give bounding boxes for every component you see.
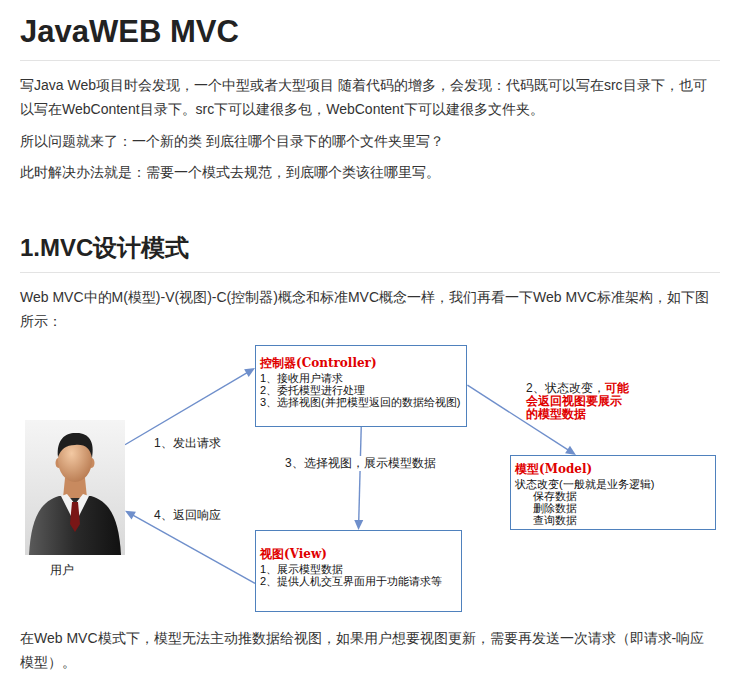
- box-heading: 控制器(Controller): [260, 356, 460, 370]
- box-text: 状态改变(一般就是业务逻辑): [515, 478, 709, 490]
- box-text: 2、提供人机交互界面用于功能请求等: [260, 575, 455, 587]
- page-title: JavaWEB MVC: [20, 14, 239, 50]
- box-text: 查询数据: [515, 514, 709, 526]
- box-text: 删除数据: [515, 502, 709, 514]
- box-text: 1、展示模型数据: [260, 563, 455, 575]
- paragraph: 写Java Web项目时会发现，一个中型或者大型项目 随着代码的增多，会发现：代…: [20, 73, 718, 121]
- paragraph: Web MVC中的M(模型)-V(视图)-C(控制器)概念和标准MVC概念一样，…: [20, 285, 718, 333]
- connector: [125, 368, 255, 445]
- paragraph: 此时解决办法就是：需要一个模式去规范，到底哪个类该往哪里写。: [20, 160, 718, 184]
- user-node: 用户: [25, 420, 125, 585]
- box-text: 2、委托模型进行处理: [260, 384, 460, 396]
- edge-label: 3、选择视图，展示模型数据: [283, 456, 438, 471]
- edge-label: 4、返回响应: [152, 508, 223, 523]
- view-box: 视图(View) 1、展示模型数据2、提供人机交互界面用于功能请求等: [255, 530, 462, 612]
- model-box: 模型(Model) 状态改变(一般就是业务逻辑)保存数据删除数据查询数据: [510, 455, 716, 530]
- edge-label: 1、发出请求: [152, 436, 223, 451]
- box-heading: 视图(View): [260, 547, 455, 561]
- edge-label: 2、状态改变，: [526, 381, 605, 395]
- figure-label: 用户: [50, 563, 125, 578]
- heading-rule: [20, 60, 720, 61]
- controller-box: 控制器(Controller) 1、接收用户请求2、委托模型进行处理3、选择视图(…: [255, 345, 467, 427]
- box-heading: 模型(Model): [515, 462, 709, 476]
- heading-rule: [20, 272, 720, 273]
- section-heading: 1.MVC设计模式: [20, 232, 718, 264]
- box-text: 1、接收用户请求: [260, 372, 460, 384]
- connector: [354, 427, 363, 530]
- user-figure: [25, 420, 125, 555]
- box-text: 3、选择视图(并把模型返回的数据给视图): [260, 396, 460, 408]
- paragraph: 所以问题就来了：一个新的类 到底往哪个目录下的哪个文件夹里写？: [20, 129, 718, 153]
- box-text: 保存数据: [515, 490, 709, 502]
- paragraph: 在Web MVC模式下，模型无法主动推数据给视图，如果用户想要视图更新，需要再发…: [20, 626, 718, 674]
- edge-label-group: 2、状态改变，可能会返回视图要展示的模型数据: [526, 382, 630, 421]
